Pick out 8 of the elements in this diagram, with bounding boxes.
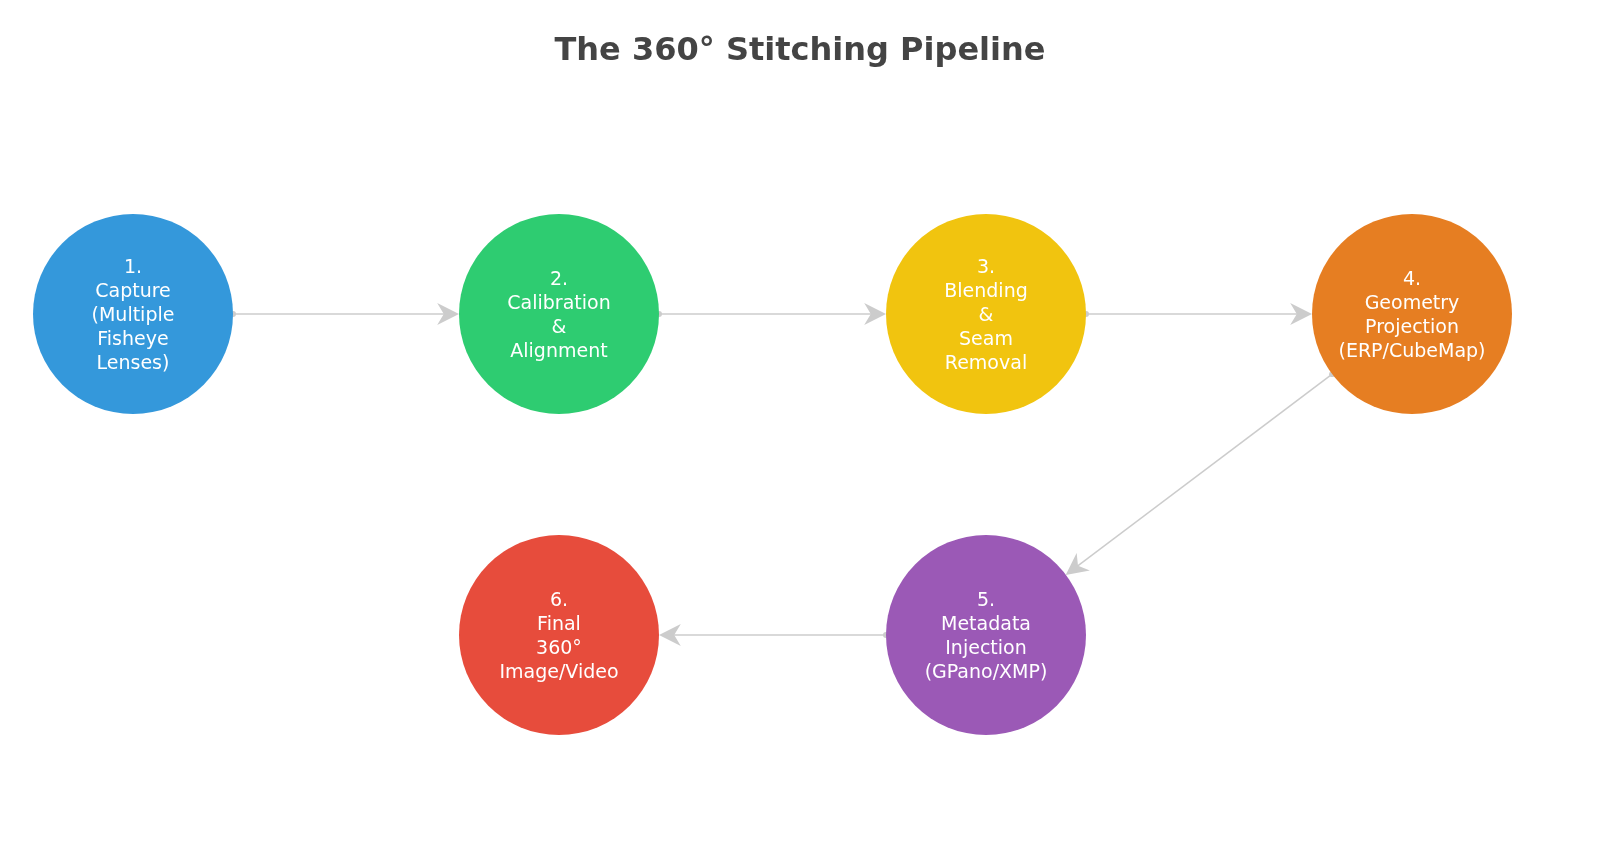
diagram-title: The 360° Stitching Pipeline (554, 30, 1046, 68)
step-label: 2. Calibration & Alignment (506, 266, 612, 362)
arrow (1065, 371, 1336, 575)
step-label: 5. Metadata Injection (GPano/XMP) (923, 587, 1049, 683)
step-label: 6. Final 360° Image/Video (498, 587, 620, 683)
step-label: 4. Geometry Projection (ERP/CubeMap) (1337, 266, 1487, 362)
step-label: 3. Blending & Seam Removal (943, 254, 1029, 374)
step-label: 1. Capture (Multiple Fisheye Lenses) (90, 254, 176, 374)
